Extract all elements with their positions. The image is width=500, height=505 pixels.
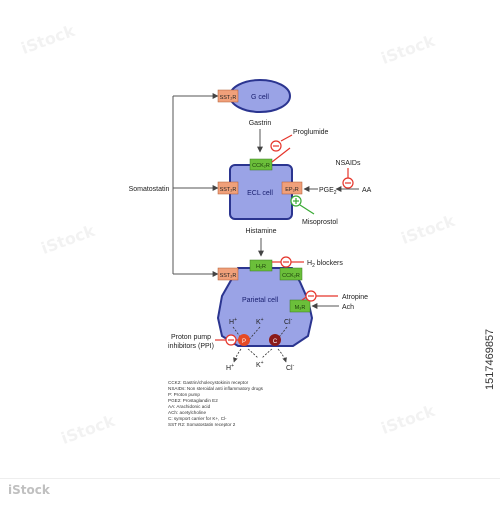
ppi-label-line2: inhibitors (PPI) bbox=[168, 343, 214, 350]
intracellular-ions: H+ K+ Cl- bbox=[229, 317, 293, 326]
h2-blockers-label: H2 blockers bbox=[307, 260, 343, 269]
ep3r-label: EP₃R bbox=[285, 187, 299, 193]
g-cell-label: G cell bbox=[251, 94, 269, 101]
parietal-cell: Parietal cell bbox=[216, 267, 314, 347]
cck2r-ecl-label: CCK₂R bbox=[252, 163, 270, 169]
proton-pump-label: P bbox=[242, 339, 246, 345]
legend: CCK2: Gastrin/cholecystokinin receptor N… bbox=[168, 380, 264, 427]
h2r-label: H₂R bbox=[256, 264, 266, 270]
ppi-label-line1: Proton pump bbox=[171, 334, 211, 341]
ach-label: Ach bbox=[342, 304, 354, 311]
atropine-inhibition: Atropine bbox=[301, 290, 368, 302]
misoprostol-label: Misoprostol bbox=[302, 219, 338, 226]
m3r-receptor: M₃R bbox=[289, 299, 311, 313]
proton-pump: P bbox=[238, 334, 250, 346]
symport-carrier: C bbox=[269, 334, 281, 346]
atropine-label: Atropine bbox=[342, 294, 368, 301]
ach-stimulation: Ach bbox=[311, 303, 354, 311]
ion-h-outside: H+ bbox=[226, 363, 234, 372]
sst2r-parietal-label: SST₂R bbox=[220, 273, 237, 279]
gastrin-label: Gastrin bbox=[249, 120, 272, 127]
histamine-label: Histamine bbox=[245, 228, 276, 235]
stock-footer-bar: iStock bbox=[0, 478, 500, 501]
cck2r-parietal-label: CCK₂R bbox=[282, 273, 300, 279]
stock-image-id: 1517469857 bbox=[484, 328, 496, 390]
pge2-label: PGE2 bbox=[319, 187, 337, 196]
somatostatin-label: Somatostatin bbox=[129, 186, 170, 193]
ppi-inhibition: Proton pump inhibitors (PPI) bbox=[168, 334, 238, 350]
h2r-receptor: H₂R bbox=[249, 259, 273, 272]
legend-item: P: Proton pump bbox=[168, 392, 200, 397]
sst2r-ecl-receptor: SST₂R bbox=[217, 181, 239, 195]
legend-item: CCK2: Gastrin/cholecystokinin receptor bbox=[168, 380, 249, 385]
legend-item: ACh: acetylcholine bbox=[168, 410, 206, 415]
h2-blockers-inhibition: H2 blockers bbox=[272, 256, 343, 269]
ecl-cell-label: ECL cell bbox=[247, 190, 273, 197]
ion-k-outside: K+ bbox=[256, 360, 264, 369]
proglumide-label: Proglumide bbox=[293, 129, 329, 136]
legend-item: SST R2: Somatostatin receptor 2 bbox=[168, 422, 236, 427]
legend-item: AA: Arachidonic acid bbox=[168, 404, 211, 409]
sst2r-g-label: SST₂R bbox=[220, 95, 237, 101]
extracellular-ions: H+ K+ Cl- bbox=[226, 360, 295, 372]
parietal-cell-label: Parietal cell bbox=[242, 297, 279, 304]
ion-k-inside: K+ bbox=[256, 317, 264, 326]
legend-item: C: symport carrier for K+, Cl- bbox=[168, 416, 227, 421]
cck2r-parietal-receptor: CCK₂R bbox=[279, 267, 303, 281]
symport-carrier-label: C bbox=[273, 339, 278, 345]
legend-item: NSAIDs: Non steroidal anti inflammatory … bbox=[168, 386, 264, 391]
ep3r-receptor: EP₃R bbox=[281, 181, 303, 195]
m3r-label: M₃R bbox=[295, 305, 306, 311]
cck2r-ecl-receptor: CCK₂R bbox=[249, 158, 273, 171]
legend-item: PGE2: Prostaglandin E2 bbox=[168, 398, 218, 403]
aa-label: AA bbox=[362, 187, 372, 194]
g-cell: G cell bbox=[229, 79, 291, 113]
ion-cl-inside: Cl- bbox=[284, 317, 293, 326]
ion-h-inside: H+ bbox=[229, 317, 237, 326]
stock-brand-logo: iStock bbox=[8, 483, 50, 497]
misoprostol-stimulation: Misoprostol bbox=[290, 195, 338, 226]
sst2r-g-receptor: SST₂R bbox=[217, 89, 239, 103]
sst2r-parietal-receptor: SST₂R bbox=[217, 267, 239, 281]
nsaids-pathway: NSAIDs AA PGE2 bbox=[303, 160, 372, 196]
proglumide-inhibition: Proglumide bbox=[270, 129, 329, 163]
somatostatin-pathway: Somatostatin bbox=[128, 93, 219, 277]
nsaids-label: NSAIDs bbox=[336, 160, 361, 167]
sst2r-ecl-label: SST₂R bbox=[220, 187, 237, 193]
ion-cl-outside: Cl- bbox=[286, 363, 295, 372]
